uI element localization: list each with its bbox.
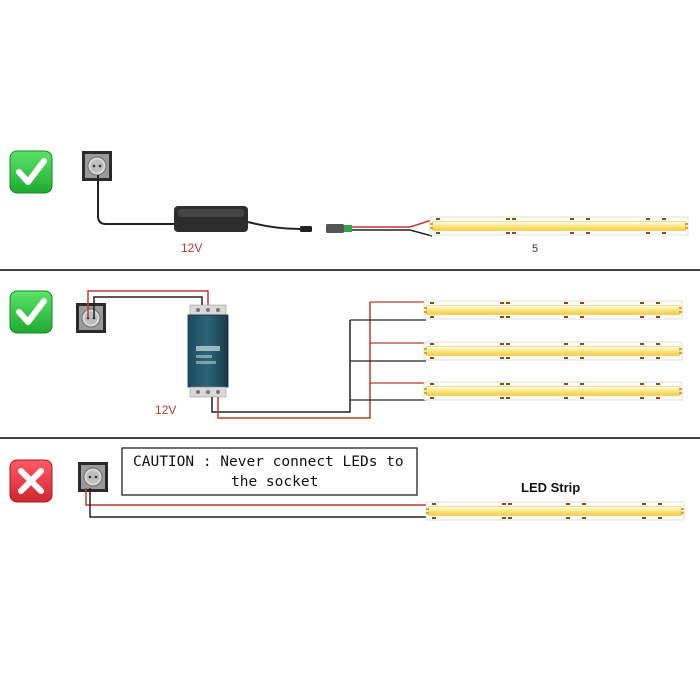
- led-driver: [187, 304, 229, 398]
- row-3: CAUTION : Never connect LEDs to the sock…: [9, 447, 685, 521]
- cross-icon: [18, 468, 44, 494]
- row-2: 12V: [9, 290, 683, 419]
- plug-cable: [97, 175, 174, 225]
- led-strip: [423, 300, 683, 320]
- status-badge-correct: [9, 290, 53, 334]
- dc-female-connector: [326, 224, 352, 233]
- output-red-wire: [217, 302, 371, 419]
- caution-line-1: CAUTION : Never connect LEDs to: [133, 454, 404, 470]
- power-adapter: [174, 206, 248, 232]
- dc-cable: [247, 221, 301, 230]
- row-1: 12V 5: [9, 150, 689, 255]
- extra-label: 5: [532, 243, 538, 255]
- wall-socket: [75, 302, 107, 334]
- led-strip: [429, 216, 689, 236]
- output-black-wire: [211, 320, 351, 413]
- mains-black-wire: [93, 296, 203, 318]
- branch-wires: [350, 301, 426, 401]
- voltage-label: 12V: [181, 241, 202, 255]
- status-badge-wrong: [9, 459, 53, 503]
- direct-red-wire: [85, 488, 430, 506]
- led-strip-title: LED Strip: [521, 480, 580, 495]
- direct-black-wire: [89, 488, 430, 518]
- wall-socket: [77, 461, 109, 493]
- caution-box: CAUTION : Never connect LEDs to the sock…: [121, 447, 418, 496]
- red-wire: [352, 219, 433, 228]
- voltage-label: 12V: [155, 403, 176, 417]
- led-strip: [425, 501, 685, 521]
- led-strip: [423, 381, 683, 401]
- black-wire: [352, 229, 433, 237]
- led-strip: [423, 341, 683, 361]
- dc-plug: [300, 226, 312, 232]
- status-badge-correct: [9, 150, 53, 194]
- check-icon: [16, 158, 47, 185]
- mains-red-wire: [87, 290, 209, 318]
- caution-line-2: the socket: [231, 474, 318, 490]
- check-icon: [16, 298, 47, 325]
